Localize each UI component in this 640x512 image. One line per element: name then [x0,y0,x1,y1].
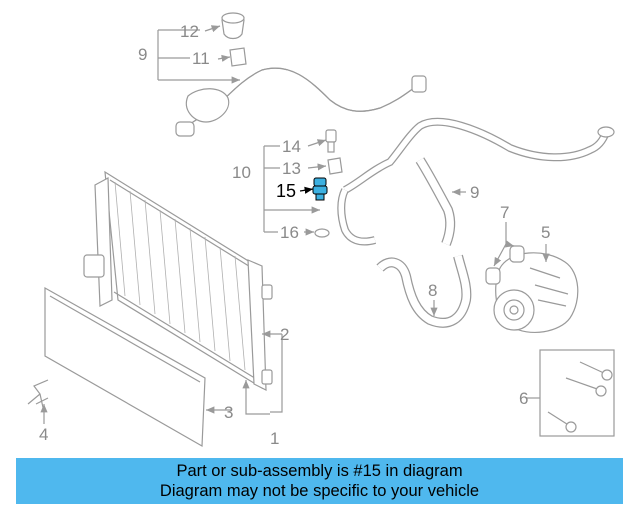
callout-4: 4 [39,425,48,444]
hose-lower [376,254,472,328]
callout-10: 10 [232,163,251,182]
callout-labels: 12 9 11 14 10 13 15 16 9 7 5 8 2 6 3 4 1 [39,22,550,448]
o-ring [229,47,247,67]
condenser [83,170,273,391]
bolt-set [539,349,615,437]
pressure-switch [312,177,328,201]
valve-cap [327,157,343,175]
leader-lines [40,26,550,424]
seal-ring [314,228,330,238]
callout-9-upper: 9 [138,45,147,64]
banner-line-1: Part or sub-assembly is #15 in diagram [176,462,463,480]
callout-2: 2 [280,325,289,344]
callout-8: 8 [428,281,437,300]
sensor [325,129,337,153]
shield-panel [44,286,206,448]
hose-assembly-right [337,117,615,246]
callout-11: 11 [192,49,210,68]
banner-line-2: Diagram may not be specific to your vehi… [159,482,480,500]
callout-6: 6 [519,389,528,408]
callout-3: 3 [224,403,233,422]
callout-12: 12 [180,22,199,41]
callout-5: 5 [541,223,550,242]
callout-16: 16 [280,223,299,242]
callout-13: 13 [282,159,301,178]
compressor-fittings [485,245,525,285]
info-banner: Part or sub-assembly is #15 in diagram D… [16,458,623,504]
cap [221,12,245,40]
callout-7: 7 [500,203,509,222]
callout-14: 14 [282,137,301,156]
hose-assembly-upper [175,67,427,137]
bracket [27,379,49,413]
callout-15: 15 [276,181,296,201]
callout-9-right: 9 [470,183,479,202]
callout-1: 1 [270,429,279,448]
compressor [493,252,579,333]
